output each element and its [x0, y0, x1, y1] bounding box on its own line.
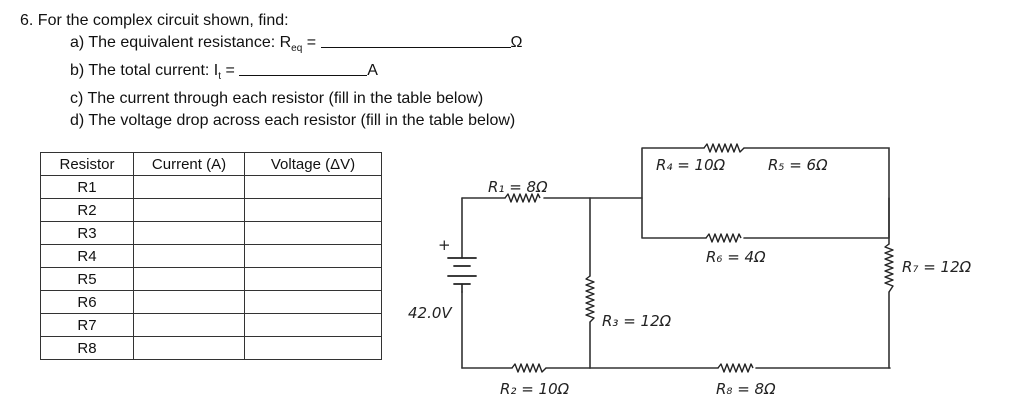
- part-a-unit: Ω: [510, 34, 523, 51]
- resistor-r2-icon: [511, 363, 547, 373]
- header-voltage: Voltage (ΔV): [244, 152, 382, 176]
- row-voltage-cell[interactable]: [244, 267, 382, 291]
- r3-label: R₃ = 12Ω: [602, 312, 672, 330]
- answer-blank-req[interactable]: [320, 33, 511, 48]
- battery-voltage-label: 42.0V: [408, 304, 453, 322]
- question-block: 6. For the complex circuit shown, find: …: [20, 10, 522, 132]
- r8-label: R₈ = 8Ω: [716, 380, 776, 398]
- part-b-text: b) The total current: I: [70, 62, 219, 80]
- part-c: c) The current through each resistor (fi…: [70, 90, 484, 108]
- resistor-table: Resistor Current (A) Voltage (ΔV) R1 R2 …: [40, 152, 382, 360]
- resistor-r8-icon: [717, 363, 754, 373]
- row-current-cell[interactable]: [133, 244, 245, 268]
- resistor-r4-icon: [703, 143, 745, 153]
- r2-label: R₂ = 10Ω: [500, 380, 570, 398]
- part-b-unit: A: [367, 62, 378, 80]
- battery-plus-label: +: [438, 236, 451, 254]
- resistor-r7-icon: [884, 243, 894, 293]
- row-voltage-cell[interactable]: [244, 221, 382, 245]
- row-voltage-cell[interactable]: [244, 198, 382, 222]
- header-resistor: Resistor: [40, 152, 134, 176]
- r6-label: R₆ = 4Ω: [706, 248, 766, 266]
- r7-label: R₇ = 12Ω: [902, 258, 972, 276]
- row-voltage-cell[interactable]: [244, 336, 382, 360]
- row-current-cell[interactable]: [133, 267, 245, 291]
- resistor-r6-icon: [705, 233, 742, 243]
- part-a: a) The equivalent resistance: Req = Ω: [70, 32, 522, 60]
- row-resistor-name: R2: [40, 198, 134, 222]
- answer-blank-it[interactable]: [239, 61, 368, 77]
- row-current-cell[interactable]: [133, 290, 245, 314]
- row-resistor-name: R5: [40, 267, 134, 291]
- part-a-sub: eq: [291, 43, 303, 55]
- r5-label: R₅ = 6Ω: [768, 156, 828, 174]
- row-current-cell[interactable]: [133, 175, 245, 199]
- resistor-r3-icon: [585, 275, 595, 323]
- question-title: 6. For the complex circuit shown, find:: [20, 12, 289, 29]
- row-resistor-name: R1: [40, 175, 134, 199]
- row-resistor-name: R8: [40, 336, 134, 360]
- table-row: R3: [40, 221, 382, 245]
- table-row: R1: [40, 175, 382, 199]
- resistor-r1-icon: [504, 193, 541, 203]
- part-b-eq: =: [221, 62, 240, 80]
- table-row: R7: [40, 313, 382, 337]
- table-row: R8: [40, 336, 382, 360]
- part-b: b) The total current: It = A: [70, 60, 522, 88]
- table-row: R5: [40, 267, 382, 291]
- battery-icon: [447, 257, 477, 293]
- part-a-text: a) The equivalent resistance: R: [70, 34, 292, 51]
- row-current-cell[interactable]: [133, 336, 245, 360]
- row-voltage-cell[interactable]: [244, 313, 382, 337]
- r1-label: R₁ = 8Ω: [488, 178, 548, 196]
- table-header-row: Resistor Current (A) Voltage (ΔV): [40, 152, 382, 176]
- part-a-eq: =: [302, 34, 321, 51]
- row-resistor-name: R7: [40, 313, 134, 337]
- part-b-sub: t: [218, 71, 221, 83]
- part-d: d) The voltage drop across each resistor…: [70, 112, 516, 130]
- r4-label: R₄ = 10Ω: [656, 156, 726, 174]
